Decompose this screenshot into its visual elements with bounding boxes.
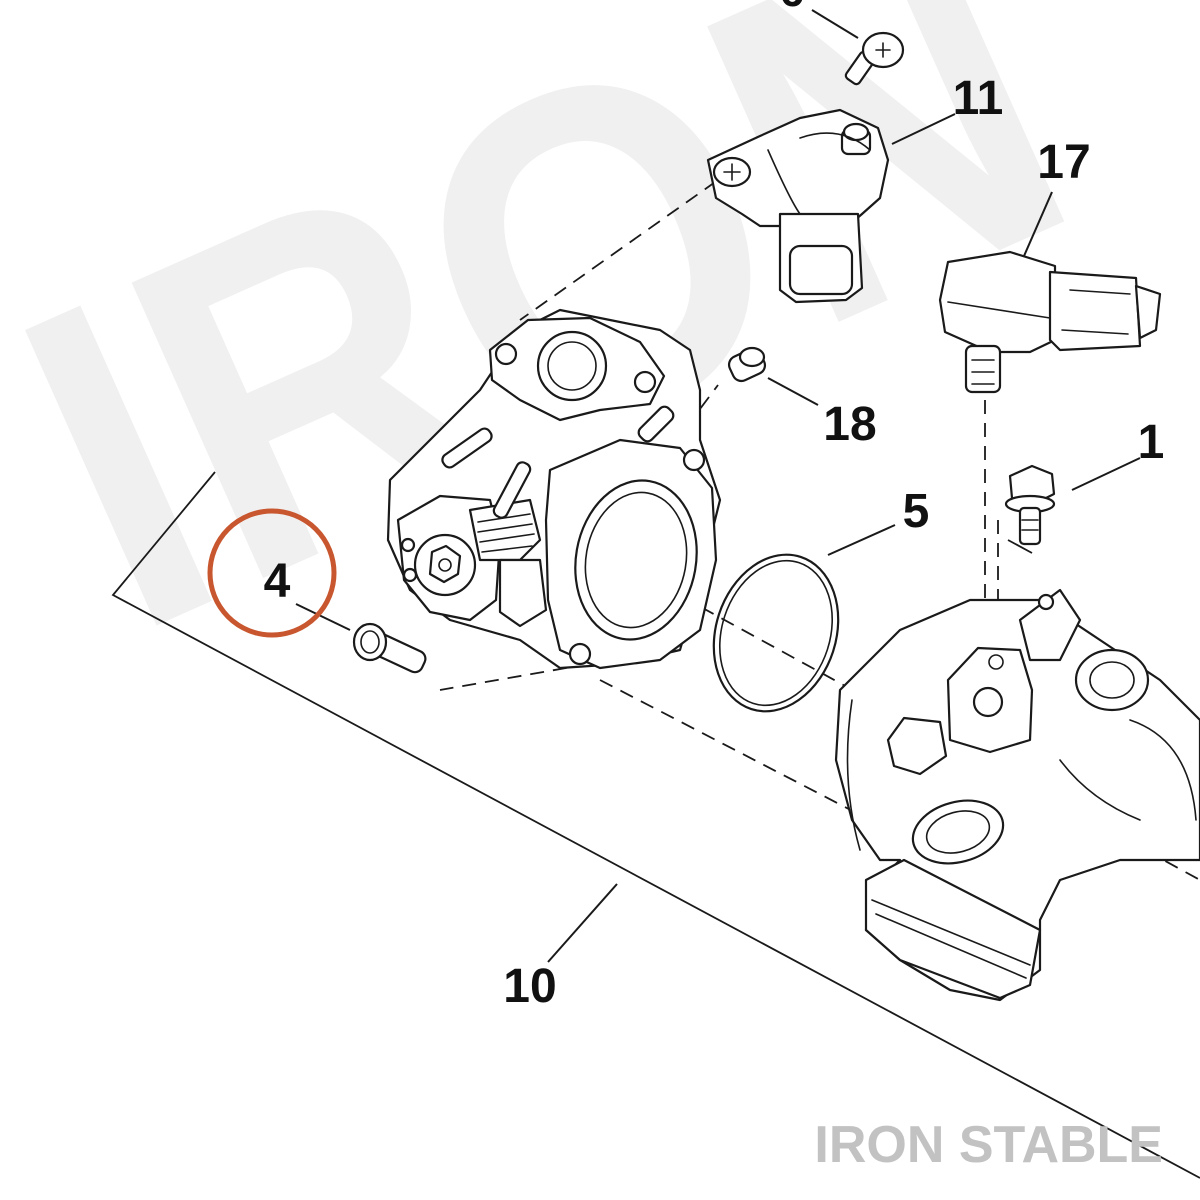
throttle-body-part — [386, 308, 722, 670]
callout-6: 6 — [780, 0, 804, 16]
callout-17: 17 — [1037, 136, 1090, 189]
o-ring-part — [712, 553, 840, 713]
brand-watermark: IRON STABLE — [814, 1116, 1163, 1174]
callout-5: 5 — [903, 485, 930, 538]
highlight-circle — [207, 508, 337, 638]
leader-11 — [891, 113, 956, 145]
cap-part — [727, 346, 767, 383]
leader-6 — [811, 9, 859, 39]
flange-bolt-part — [1004, 464, 1056, 546]
callout-4: 4 — [264, 555, 291, 608]
screw-part — [844, 31, 905, 86]
callout-11: 11 — [953, 72, 1004, 125]
leader-4 — [295, 603, 351, 631]
map-sensor-part — [938, 250, 1162, 394]
callout-leaders — [295, 9, 1141, 631]
callout-1: 1 — [1138, 416, 1165, 469]
leader-18 — [767, 377, 819, 406]
leader-1 — [1071, 457, 1141, 491]
leader-17 — [1023, 191, 1053, 257]
callout-10: 10 — [503, 960, 556, 1013]
leader-5 — [827, 524, 896, 556]
flange-sensor-part — [706, 108, 890, 304]
assembly-bracket — [111, 471, 1200, 1179]
small-screw-part — [352, 622, 427, 674]
callout-18: 18 — [823, 398, 876, 451]
callout-labels: 6 11 17 18 1 5 4 10 — [264, 0, 1165, 1013]
intake-manifold-part — [834, 588, 1200, 1002]
